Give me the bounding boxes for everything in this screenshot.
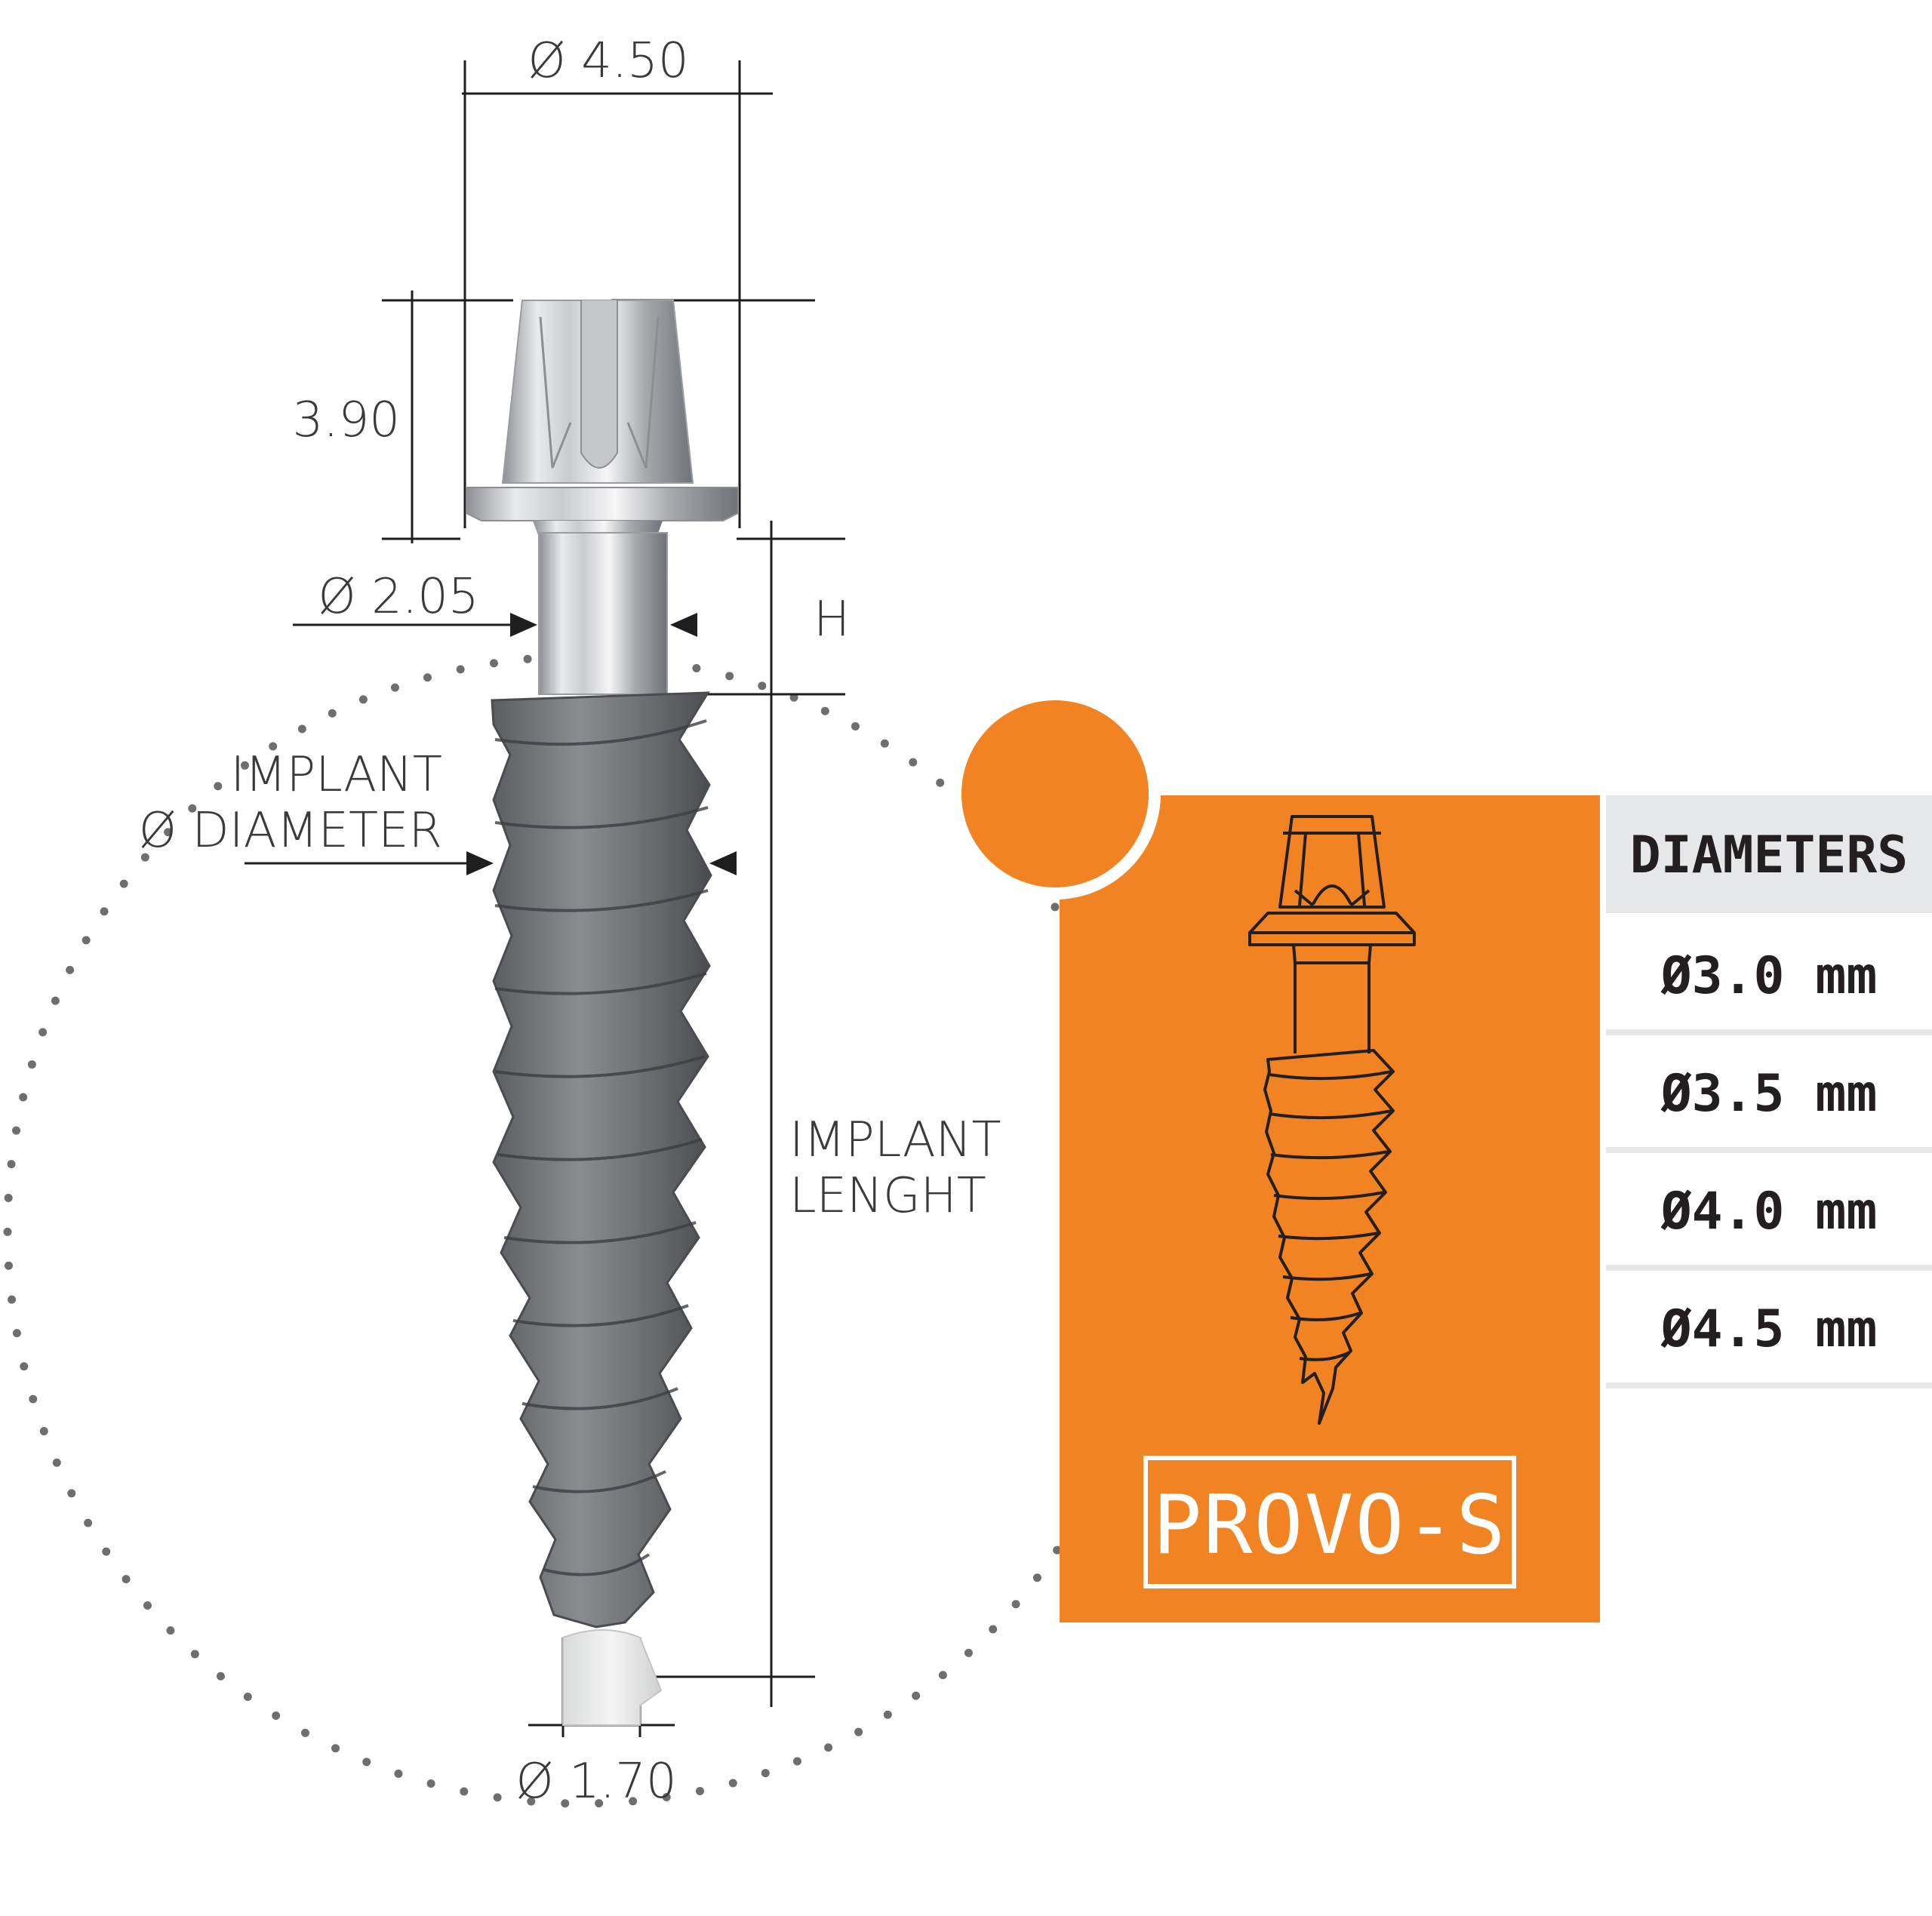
diameter-row: Ø3.5 mm (1660, 1064, 1878, 1124)
implant-screw-render (466, 300, 739, 1726)
head-diameter-label: Ø 4.50 (528, 33, 688, 89)
diameter-row: Ø4.0 mm (1660, 1182, 1878, 1241)
diameters-table-header-bg (1606, 795, 1932, 913)
product-name: PROVO-S (1152, 1478, 1506, 1573)
diameter-row: Ø4.5 mm (1660, 1299, 1878, 1359)
product-panel: PROVO-S (949, 688, 1600, 1622)
diameters-table: DIAMETERS Ø3.0 mm Ø3.5 mm Ø4.0 mm Ø4.5 m… (1606, 795, 1932, 1389)
diameters-table-header: DIAMETERS (1630, 826, 1908, 885)
implant-length-label-line2: LENGHT (789, 1168, 986, 1224)
neck-diameter-label: Ø 2.05 (318, 569, 478, 625)
implant-diameter-label-line1: IMPLANT (230, 747, 442, 803)
product-name-box (1143, 1456, 1516, 1588)
implant-line-drawing-icon (1248, 815, 1416, 1425)
head-height-label: 3.90 (293, 392, 401, 448)
tip-diameter-label: Ø 1.70 (515, 1754, 676, 1810)
implant-length-label-line1: IMPLANT (789, 1112, 1001, 1168)
implant-diameter-label-line2: Ø DIAMETER (139, 803, 442, 859)
diameter-row: Ø3.0 mm (1660, 946, 1878, 1006)
neck-height-label: H (814, 592, 850, 647)
dimension-lines (245, 60, 845, 1737)
